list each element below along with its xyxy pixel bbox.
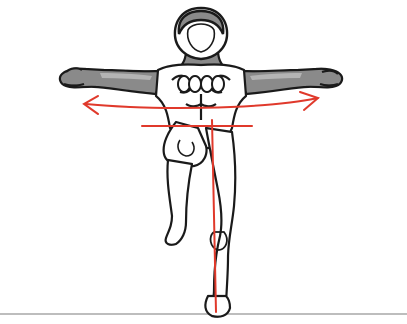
head (175, 8, 227, 59)
knuckle-2 (189, 76, 201, 92)
standing-thigh-and-shin (206, 128, 235, 308)
standing-leg (205, 128, 235, 317)
standing-foot (205, 296, 230, 317)
raised-leg (164, 122, 207, 245)
alignment-guides (84, 92, 318, 312)
knuckle-4 (212, 76, 224, 92)
raised-shin (166, 160, 192, 245)
left-arm (60, 69, 160, 94)
